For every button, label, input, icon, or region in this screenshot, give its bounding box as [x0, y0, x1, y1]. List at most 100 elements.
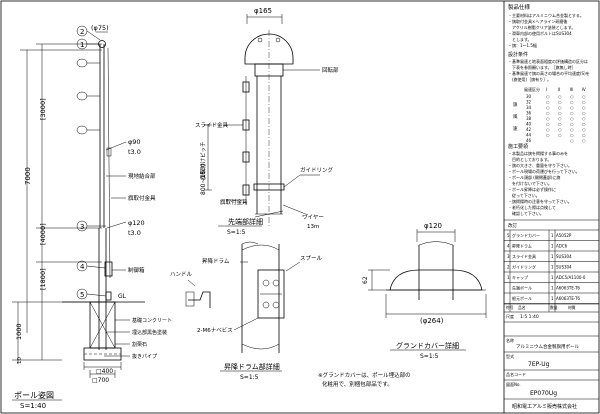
callout-pitch: 旗取付けピッチ	[199, 141, 207, 180]
scale-value: 1:5 1:40	[520, 314, 539, 320]
parts-cell: 1	[551, 265, 554, 270]
wind-table-cell: ○	[570, 138, 574, 143]
drum-detail: 昇降ドラム スプール ハンドル 2-M6ナベビス 昇降ドラム部詳細 S=1:5	[170, 241, 323, 381]
parts-cell: 4	[507, 244, 510, 249]
dim-low-thk: t3.0	[128, 229, 141, 237]
gl-label: GL	[118, 293, 127, 300]
wind-table-cell: ○	[546, 122, 550, 127]
name-label: 名称	[506, 337, 514, 343]
callout-spool: スプール	[300, 255, 323, 262]
wind-row-label: 速	[513, 126, 518, 132]
wind-table-cell: ○	[546, 127, 550, 132]
wind-table-cell: ○	[546, 105, 550, 110]
parts-cell: A6063TE-T6	[556, 286, 580, 291]
pole-scale: S=1:40	[20, 402, 46, 410]
wind-row-label: 風	[513, 114, 518, 120]
dim-middle: [4000]	[39, 223, 47, 245]
code-label: 品名コード	[506, 371, 526, 377]
cover-title: グランドカバー詳細	[396, 341, 459, 350]
work-line: ・本製品は旗を掲揚する事のみを	[508, 150, 568, 156]
callout-drain-pipe: 抜きパイプ	[132, 353, 157, 360]
design-line: 下表を参照願います。［旗無し時］	[508, 64, 576, 70]
model-value: 7EP-Ug	[528, 361, 550, 368]
parts-cell: 根元ポール	[512, 295, 532, 301]
drum-title: 昇降ドラム部詳細	[224, 362, 280, 371]
callout-rotating: 回転部	[322, 66, 339, 74]
drawing-number: EP070Ug	[530, 390, 557, 397]
wind-table-cell: ○	[570, 127, 574, 132]
work-line: ・旗の大きさ、重量を守り下さい。	[508, 162, 572, 168]
dim-mid-dia: φ90	[128, 138, 141, 146]
wind-table-header: Ⅱ	[558, 87, 560, 92]
wind-table-cell: 32	[526, 100, 532, 105]
wind-table-cell: ○	[570, 133, 574, 138]
callout-gravel: 割栗石	[132, 341, 147, 348]
spec-line: アクリル樹脂クリア塗装とします。	[508, 24, 575, 30]
work-line: 目的としております。	[508, 156, 551, 162]
notes-heading-design: 設計条件	[508, 51, 528, 58]
revision-heading: 改訂	[508, 222, 517, 229]
pole-title: ポール姿図	[14, 390, 54, 400]
cover-detail: φ120 62 (φ264) グランドカバー詳細 S=1:5 ※グランドカバーは…	[318, 222, 487, 388]
parts-col-label: 数量	[550, 305, 558, 310]
wind-table-cell: ○	[546, 100, 550, 105]
wind-table-cell: ○	[546, 116, 550, 121]
dim-overall-height: 7000	[24, 167, 32, 185]
parts-cell: キャップ	[512, 274, 528, 280]
wind-table-cell: 42	[526, 127, 532, 132]
design-line: (旗使用)［旗有り］。	[508, 76, 551, 82]
model-label: 型式	[506, 353, 514, 359]
dim-base-inner: □400	[96, 368, 113, 375]
work-line: を付けないで下さい。	[508, 180, 552, 186]
design-line: ・基準風速と地表面粗度の評価構造の区分は	[508, 58, 588, 64]
dim-mid-thk: t3.0	[128, 148, 141, 156]
work-line: ・ポール現場の荷運びを行って下さい。	[508, 168, 580, 174]
wind-table-header: Ⅲ	[570, 87, 573, 92]
dim-pitch-range: 800~1600	[200, 163, 207, 195]
wind-row-label: 旗	[513, 101, 518, 108]
wind-table-cell: ○	[570, 100, 574, 105]
work-line: ・老朽化した際は点検して	[508, 204, 556, 210]
dim-cover-inner: φ120	[424, 222, 442, 230]
callout-joint: 現地結合部	[128, 172, 156, 180]
parts-cell: A5052P	[556, 233, 572, 238]
spec-line: ・滑車内部の使用ボルトはSUS304	[508, 30, 572, 36]
spec-line: ・主要材料はアルミニウム合金製とする。	[508, 12, 584, 18]
callout-concrete: 基礎コンクリート	[132, 317, 172, 324]
wind-table-cell: ○	[582, 111, 586, 116]
wind-table-cell: 36	[526, 111, 532, 116]
wind-table-cell: ○	[582, 138, 586, 143]
drawing-label: 図面No.	[506, 382, 521, 387]
wind-table-cell: ○	[570, 116, 574, 121]
parts-cell: 1	[551, 233, 554, 238]
dim-wire-length: 13m	[307, 224, 319, 230]
parts-cell: グランドカバー	[512, 232, 540, 238]
parts-cell: 3	[507, 254, 510, 259]
pole-elevation: 7000 [3000] [4000] [1800] 1000 10 GL □40	[12, 24, 172, 410]
callout-handle: ハンドル	[170, 272, 193, 278]
cover-note-line1: ※グランドカバーは、ポール埋込部の	[318, 371, 411, 379]
wind-table-cell: ○	[546, 94, 550, 99]
wind-table-cell: ○	[558, 122, 562, 127]
parts-col-label: 材質	[568, 305, 576, 310]
wind-table-cell: ○	[582, 105, 586, 110]
work-line: ・ポール頭部 (開閉蓋部)に旗	[508, 174, 560, 180]
spec-line: ・旗取付金具×ヘアライン研磨後	[508, 18, 567, 24]
part-balloon: 1	[80, 41, 84, 49]
dim-cover-outer: (φ264)	[420, 317, 444, 325]
spec-line: とします。	[508, 37, 532, 42]
callout-wire: ワイヤー	[302, 214, 324, 221]
wind-table-cell: 44	[526, 133, 532, 138]
parts-cell: 1	[551, 244, 554, 249]
callout-drum: 昇降ドラム	[202, 257, 230, 265]
top-scale: S=1:5	[227, 229, 246, 236]
wind-table-cell: ○	[558, 116, 562, 121]
wind-table-cell: ○	[558, 133, 562, 138]
parts-cell: A6063TE-T6	[556, 296, 580, 301]
wind-table-cell: ○	[570, 105, 574, 110]
wind-table: 風速区分 Ⅰ Ⅱ Ⅲ Ⅳ 旗 風 速	[513, 86, 586, 132]
wind-table-cell: ○	[558, 94, 562, 99]
wind-table-cell: 46	[526, 138, 532, 143]
